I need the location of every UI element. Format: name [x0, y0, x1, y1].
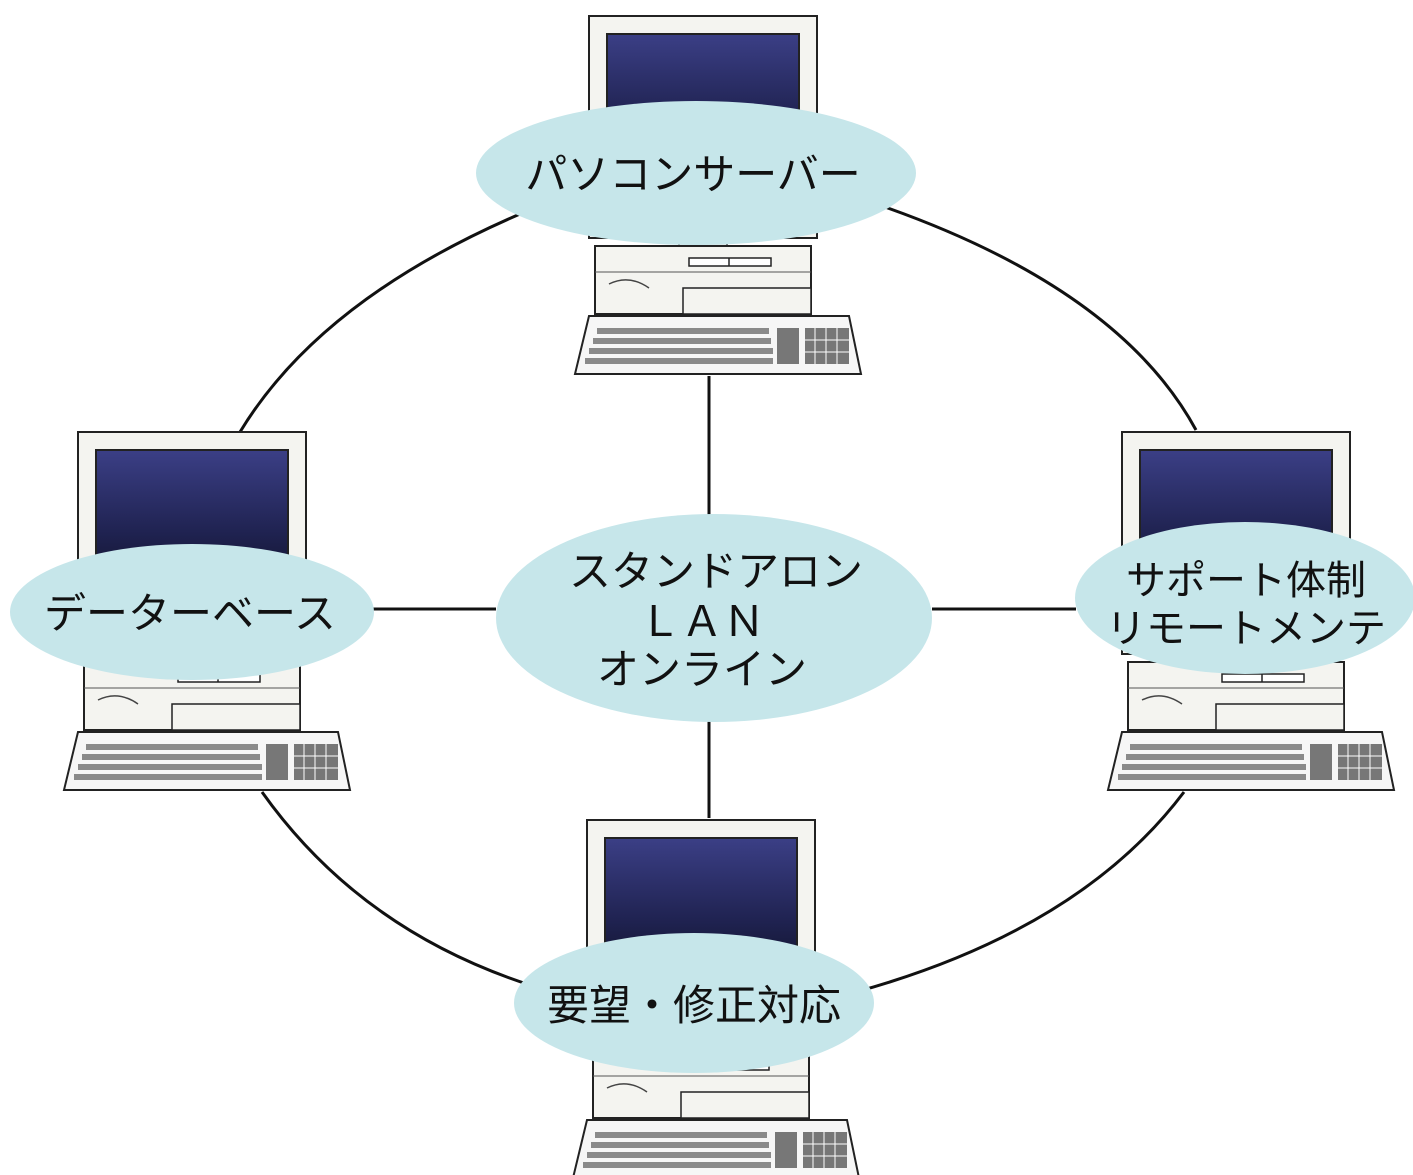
- node-right-label-line1: サポート体制: [1126, 558, 1366, 604]
- node-center-label-line2: ＬＡＮ: [639, 597, 765, 646]
- node-bottom-ellipse: [514, 933, 874, 1073]
- link-top-left: [238, 212, 521, 433]
- node-left-ellipse: [10, 544, 374, 680]
- link-top-right: [884, 205, 1198, 431]
- node-top-ellipse: [476, 101, 916, 245]
- node-left-label: データーベース: [44, 589, 336, 638]
- node-center-label-line1: スタンドアロン: [569, 547, 863, 596]
- node-left: データーベース: [10, 544, 374, 680]
- node-right: サポート体制 リモートメンテ: [1075, 522, 1413, 674]
- node-top: パソコンサーバー: [476, 101, 916, 245]
- node-right-label-line2: リモートメンテ: [1106, 606, 1386, 652]
- node-center-label-line3: オンライン: [597, 645, 807, 694]
- node-top-label: パソコンサーバー: [525, 150, 861, 199]
- link-left-bottom: [260, 791, 531, 987]
- link-right-bottom: [855, 791, 1186, 994]
- node-center-ellipse: [496, 514, 932, 722]
- node-bottom-label: 要望・修正対応: [547, 981, 841, 1030]
- node-right-ellipse: [1075, 522, 1413, 674]
- node-center: スタンドアロン ＬＡＮ オンライン: [496, 514, 932, 722]
- node-bottom: 要望・修正対応: [514, 933, 874, 1073]
